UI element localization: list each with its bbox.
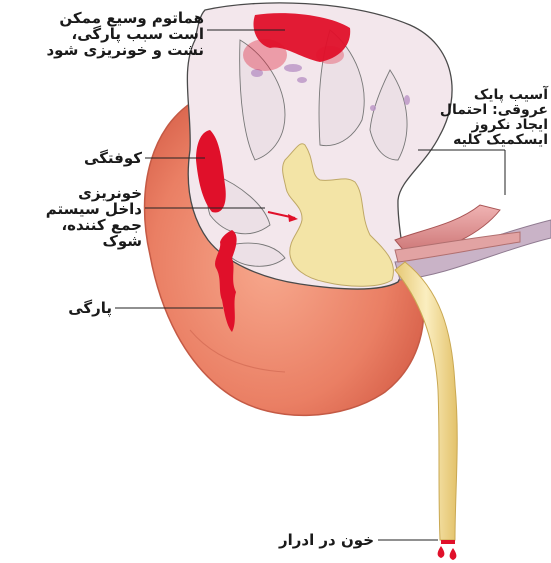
hematoma-label: هماتوم وسیع ممکن است سبب پارگی، نشت و خو… [30,10,204,58]
collecting-line-2: داخل سیستم [40,201,142,217]
vascular-label: آسیب پایک عروقی: احتمال ایجاد نکروز ایسک… [440,88,548,148]
blood-in-urine-label: خون در ادرار [240,532,374,548]
vascular-line-1: آسیب پایک [440,88,548,103]
blood-drops-icon [438,540,457,560]
vascular-line-4: ایسکمیک کلیه [440,133,548,148]
collecting-line-4: شوک [40,233,142,249]
collecting-line-1: خونریزی [40,185,142,201]
hematoma-line-1: هماتوم وسیع ممکن [30,10,204,26]
vascular-line-3: ایجاد نکروز [440,118,548,133]
collecting-line-3: جمع کننده، [40,217,142,233]
hematoma-line-2: است سبب پارگی، [30,26,204,42]
hematoma-line-3: نشت و خونریزی شود [30,42,204,58]
vascular-line-2: عروقی: احتمال [440,103,548,118]
collecting-system-label: خونریزی داخل سیستم جمع کننده، شوک [40,185,142,249]
contusion-label: کوفتگی [60,150,142,166]
laceration-label: پارگی [50,300,112,316]
